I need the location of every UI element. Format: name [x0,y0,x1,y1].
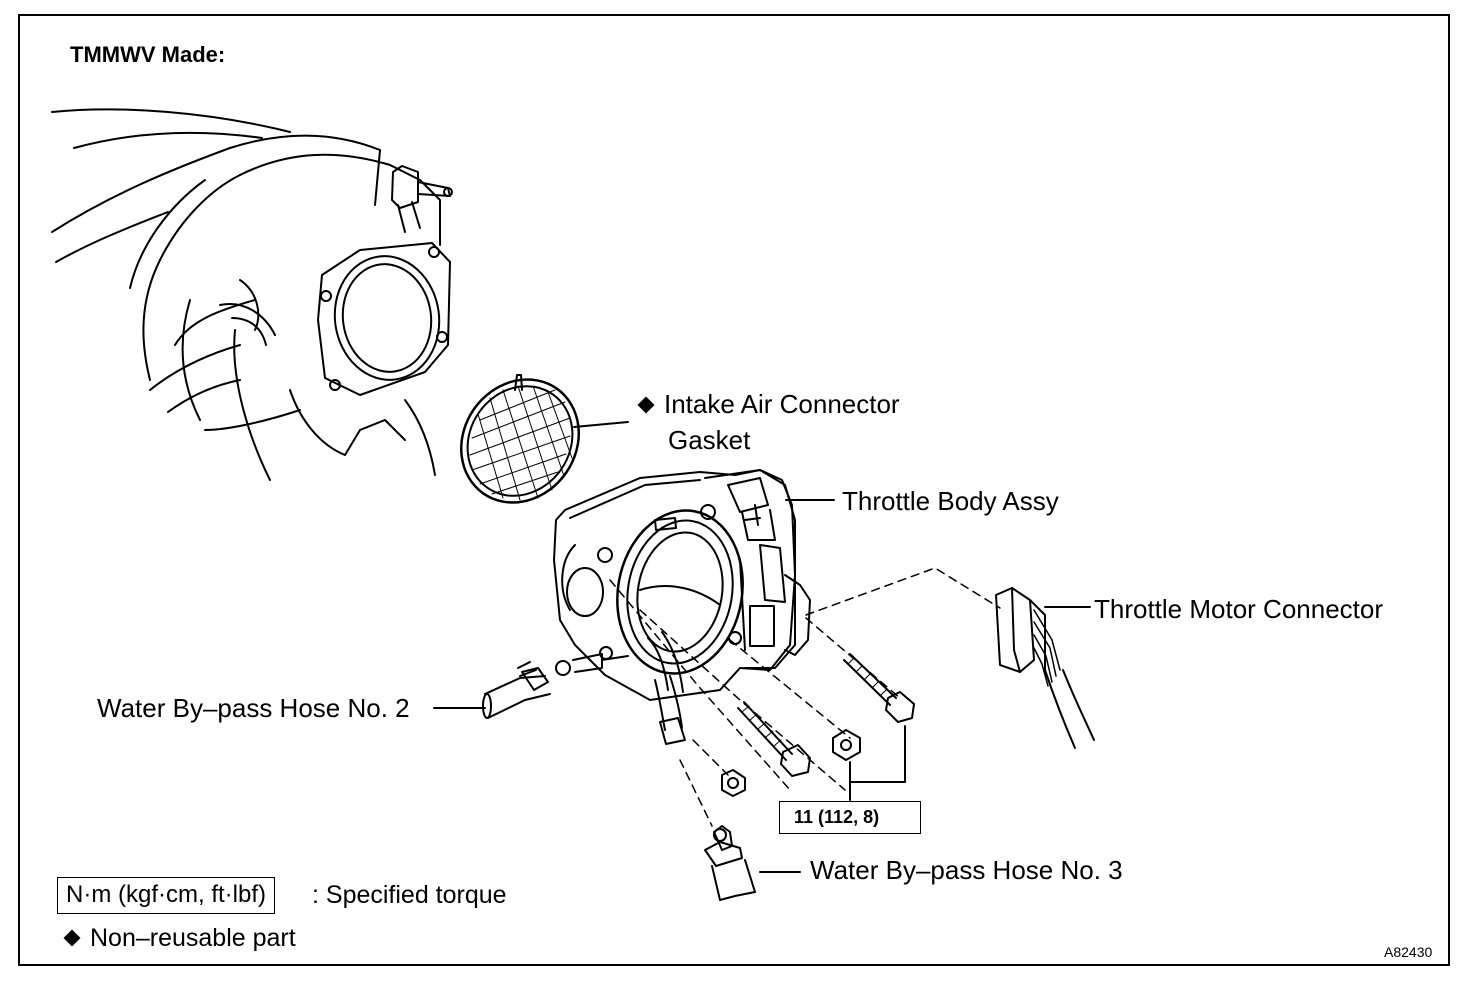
bolts-and-nuts [721,653,915,801]
torque-value-box: 11 (112, 8) [779,801,921,834]
gasket-illustration [459,374,629,504]
gasket-label-line1: Intake Air Connector [664,389,900,419]
page-title: TMMWV Made: [70,42,226,67]
water-bypass-hose-2-label: Water By–pass Hose No. 2 [97,693,410,723]
figure-id: A82430 [1384,944,1433,960]
figure-frame [18,14,1450,966]
throttle-body-label: Throttle Body Assy [842,486,1059,516]
legend-nonreusable-text: Non–reusable part [90,924,296,952]
gasket-label: Intake Air Connector [636,389,900,419]
gasket-label-line2: Gasket [668,425,751,455]
legend-nonreusable: Non–reusable part [62,923,296,953]
diamond-icon [637,396,655,414]
water-bypass-hose-3-label: Water By–pass Hose No. 3 [810,855,1123,885]
throttle-motor-connector [995,587,1095,749]
water-bypass-hose-3 [654,675,801,901]
throttle-body-illustration [553,469,811,701]
diamond-icon [63,929,81,947]
assembly-dashed-lines [609,567,1001,827]
throttle-motor-connector-label: Throttle Motor Connector [1094,594,1384,624]
legend-torque-text: : Specified torque [312,881,507,909]
intake-manifold [51,108,453,481]
water-bypass-hose-2 [433,661,551,719]
legend-torque-box: N·m (kgf·cm, ft·lbf) [57,877,275,914]
